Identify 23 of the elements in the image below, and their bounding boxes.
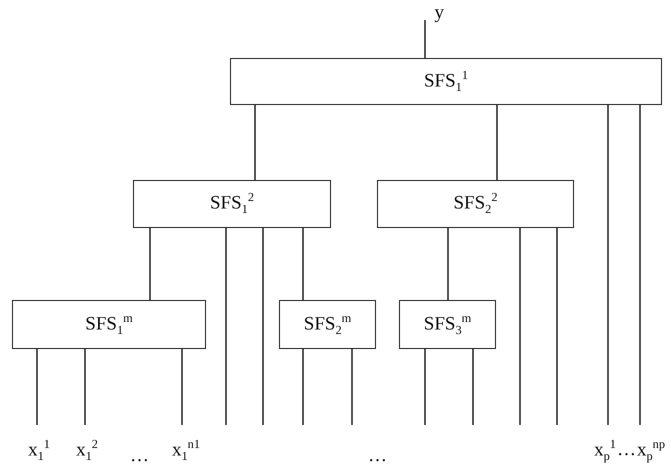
connector-line <box>519 228 521 425</box>
connector-line <box>424 349 426 425</box>
connector-line <box>639 105 641 425</box>
connector-line <box>302 349 304 425</box>
ellipsis-text: … <box>368 446 387 465</box>
connector-line <box>36 349 38 425</box>
connector-line <box>84 349 86 425</box>
connector-line <box>447 228 449 300</box>
connector-line <box>149 228 151 300</box>
ellipsis-text: … <box>130 446 149 465</box>
connector-line <box>302 228 304 300</box>
variable-label: y <box>416 2 444 22</box>
connector-line <box>424 20 426 58</box>
connector-line <box>181 349 183 425</box>
connector-line <box>556 228 558 425</box>
connector-line <box>225 228 227 425</box>
connector-line <box>472 349 474 425</box>
connector-line <box>262 228 264 425</box>
ellipsis-text: … <box>617 440 636 459</box>
connector-line <box>496 105 498 180</box>
connector-line <box>254 105 256 180</box>
connector-line <box>607 105 609 425</box>
connector-line <box>351 349 353 425</box>
